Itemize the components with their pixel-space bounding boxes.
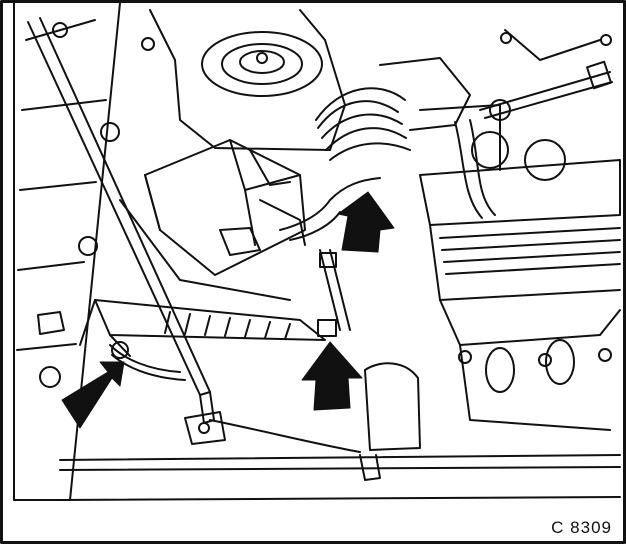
wiring-harness [219, 177, 381, 337]
engine-block [419, 104, 621, 301]
air-cleaner-housing [149, 9, 346, 151]
inner-wing-panel [13, 2, 155, 501]
earth-point-bracket [184, 411, 226, 445]
arrow-pointer-icon [61, 361, 125, 429]
clip [37, 311, 65, 335]
air-box-tray [79, 199, 326, 357]
connector-block [319, 252, 337, 268]
arrow-pointer-icon [337, 191, 395, 253]
earth-strap [37, 311, 186, 381]
connector-block [317, 319, 337, 337]
front-crossmember [59, 362, 621, 501]
exhaust-manifold [439, 299, 621, 431]
throttle-cable [479, 29, 613, 121]
pointer-arrows [61, 191, 395, 429]
figure-reference-code: C 8309 [551, 518, 612, 537]
intake-hose [315, 57, 471, 161]
air-box [144, 139, 306, 276]
arrow-pointer-icon [301, 341, 363, 411]
